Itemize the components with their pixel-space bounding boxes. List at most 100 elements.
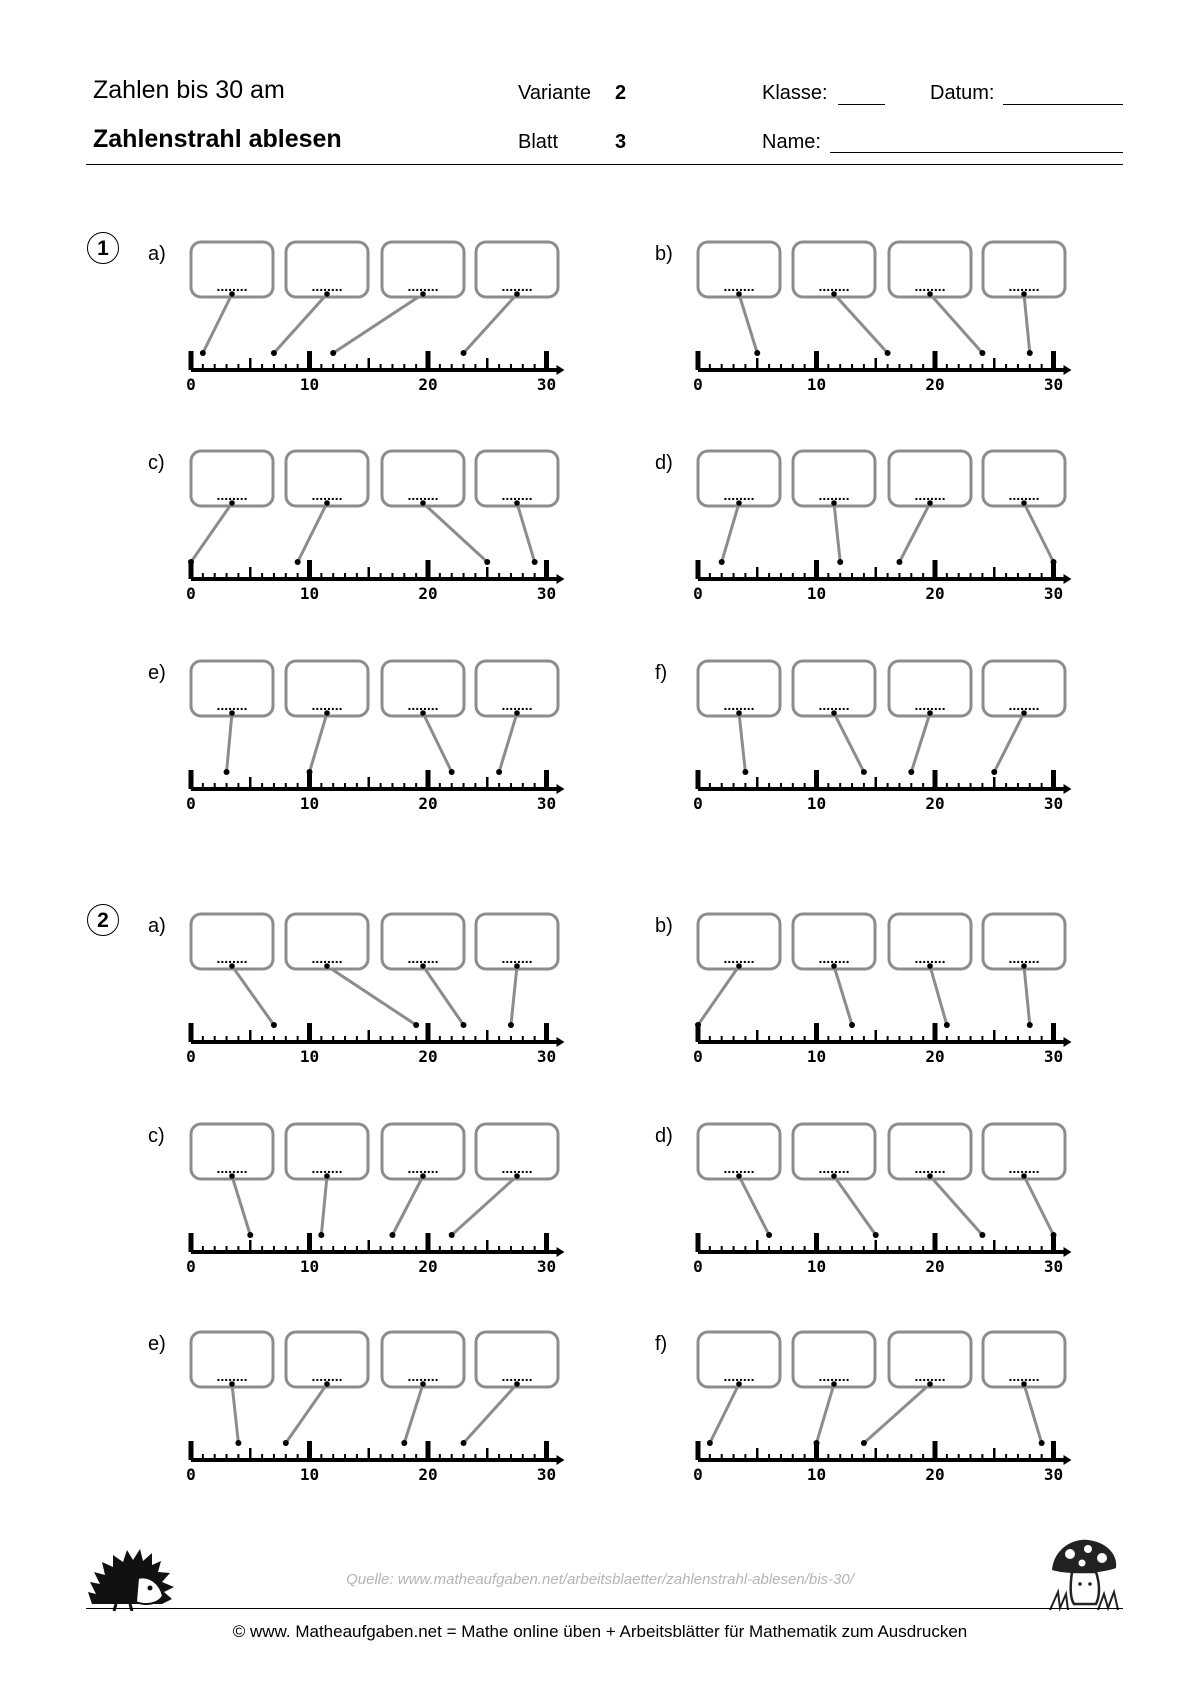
answer-box[interactable]	[284, 1330, 370, 1389]
source-note: Quelle: www.matheaufgaben.net/arbeitsbla…	[346, 1571, 854, 1588]
answer-placeholder: ........	[501, 487, 532, 503]
box-anchor-dot	[324, 710, 330, 716]
answer-box[interactable]	[189, 240, 275, 299]
box-anchor-dot	[229, 963, 235, 969]
answer-box[interactable]	[981, 1122, 1067, 1181]
answer-box[interactable]	[791, 1330, 877, 1389]
connector-line	[737, 712, 747, 773]
number-line-point	[318, 1232, 325, 1238]
answer-box[interactable]	[380, 912, 466, 971]
answer-box[interactable]	[791, 912, 877, 971]
answer-box[interactable]	[887, 449, 973, 508]
answer-box[interactable]	[380, 240, 466, 299]
answer-box[interactable]	[981, 240, 1067, 299]
number-line-point	[943, 1022, 950, 1028]
tick-label: 10	[300, 584, 319, 603]
footer-divider	[86, 1608, 1123, 1609]
box-anchor-dot	[420, 963, 426, 969]
axis-arrowhead	[1063, 1037, 1072, 1047]
answer-box[interactable]	[696, 240, 782, 299]
klasse-field[interactable]	[838, 104, 885, 105]
answer-box[interactable]	[887, 659, 973, 718]
box-anchor-dot	[927, 1173, 933, 1179]
tick-label: 20	[925, 375, 944, 394]
answer-box[interactable]	[189, 449, 275, 508]
answer-box[interactable]	[474, 240, 560, 299]
answer-placeholder: ........	[818, 278, 849, 294]
answer-box[interactable]	[791, 449, 877, 508]
answer-box[interactable]	[474, 659, 560, 718]
answer-box[interactable]	[696, 1330, 782, 1389]
connector-line	[832, 712, 866, 773]
tick-label: 0	[693, 1047, 703, 1066]
tick-label: 0	[186, 794, 196, 813]
answer-box[interactable]	[474, 449, 560, 508]
answer-box[interactable]	[189, 912, 275, 971]
answer-box[interactable]	[981, 1330, 1067, 1389]
exercise-label: c)	[148, 452, 165, 474]
answer-placeholder: ........	[216, 950, 247, 966]
answer-box[interactable]	[474, 912, 560, 971]
answer-box[interactable]	[284, 659, 370, 718]
number-line-point	[872, 1232, 879, 1238]
tick-label: 20	[925, 1257, 944, 1276]
answer-box[interactable]	[380, 1330, 466, 1389]
exercise-label: d)	[655, 1125, 673, 1147]
tick-label: 0	[693, 375, 703, 394]
answer-box[interactable]	[189, 1122, 275, 1181]
answer-box[interactable]	[380, 449, 466, 508]
answer-box[interactable]	[696, 1122, 782, 1181]
answer-box[interactable]	[791, 240, 877, 299]
answer-box[interactable]	[791, 1122, 877, 1181]
name-field[interactable]	[830, 152, 1123, 153]
tick-label: 0	[186, 375, 196, 394]
answer-box[interactable]	[791, 659, 877, 718]
worksheet-subtitle: Zahlenstrahl ablesen	[93, 125, 342, 153]
box-anchor-dot	[514, 500, 520, 506]
number-line-point	[706, 1440, 713, 1446]
answer-box[interactable]	[696, 449, 782, 508]
answer-box[interactable]	[284, 1122, 370, 1181]
answer-box[interactable]	[887, 1330, 973, 1389]
datum-field[interactable]	[1003, 104, 1123, 105]
answer-box[interactable]	[189, 1330, 275, 1389]
exercise-label: b)	[655, 915, 673, 937]
answer-box[interactable]	[380, 659, 466, 718]
tick-label: 30	[537, 584, 556, 603]
answer-box[interactable]	[981, 449, 1067, 508]
answer-box[interactable]	[380, 1122, 466, 1181]
exercise-label: d)	[655, 452, 673, 474]
answer-box[interactable]	[696, 659, 782, 718]
axis-arrowhead	[1063, 1455, 1072, 1465]
answer-box[interactable]	[981, 659, 1067, 718]
answer-box[interactable]	[887, 1122, 973, 1181]
answer-placeholder: ........	[914, 697, 945, 713]
answer-box[interactable]	[474, 1330, 560, 1389]
answer-box[interactable]	[887, 912, 973, 971]
answer-box[interactable]	[474, 1122, 560, 1181]
connector-line	[450, 1174, 519, 1237]
answer-box[interactable]	[284, 240, 370, 299]
box-anchor-dot	[831, 963, 837, 969]
tick-label: 30	[1044, 584, 1063, 603]
number-line-point	[896, 559, 903, 565]
tick-label: 10	[300, 1465, 319, 1484]
box-anchor-dot	[229, 291, 235, 297]
answer-placeholder: ........	[1008, 950, 1039, 966]
answer-placeholder: ........	[216, 1368, 247, 1384]
answer-box[interactable]	[981, 912, 1067, 971]
answer-box[interactable]	[189, 659, 275, 718]
answer-placeholder: ........	[1008, 1368, 1039, 1384]
answer-box[interactable]	[887, 240, 973, 299]
connector-line	[230, 965, 276, 1026]
box-anchor-dot	[1021, 500, 1027, 506]
answer-box[interactable]	[284, 912, 370, 971]
copyright-line: © www. Matheaufgaben.net = Mathe online …	[232, 1622, 968, 1641]
answer-box[interactable]	[284, 449, 370, 508]
tick-label: 20	[925, 794, 944, 813]
connector-line	[515, 502, 537, 563]
connector-line	[1022, 502, 1055, 563]
connector-line	[928, 1175, 984, 1236]
answer-box[interactable]	[696, 912, 782, 971]
